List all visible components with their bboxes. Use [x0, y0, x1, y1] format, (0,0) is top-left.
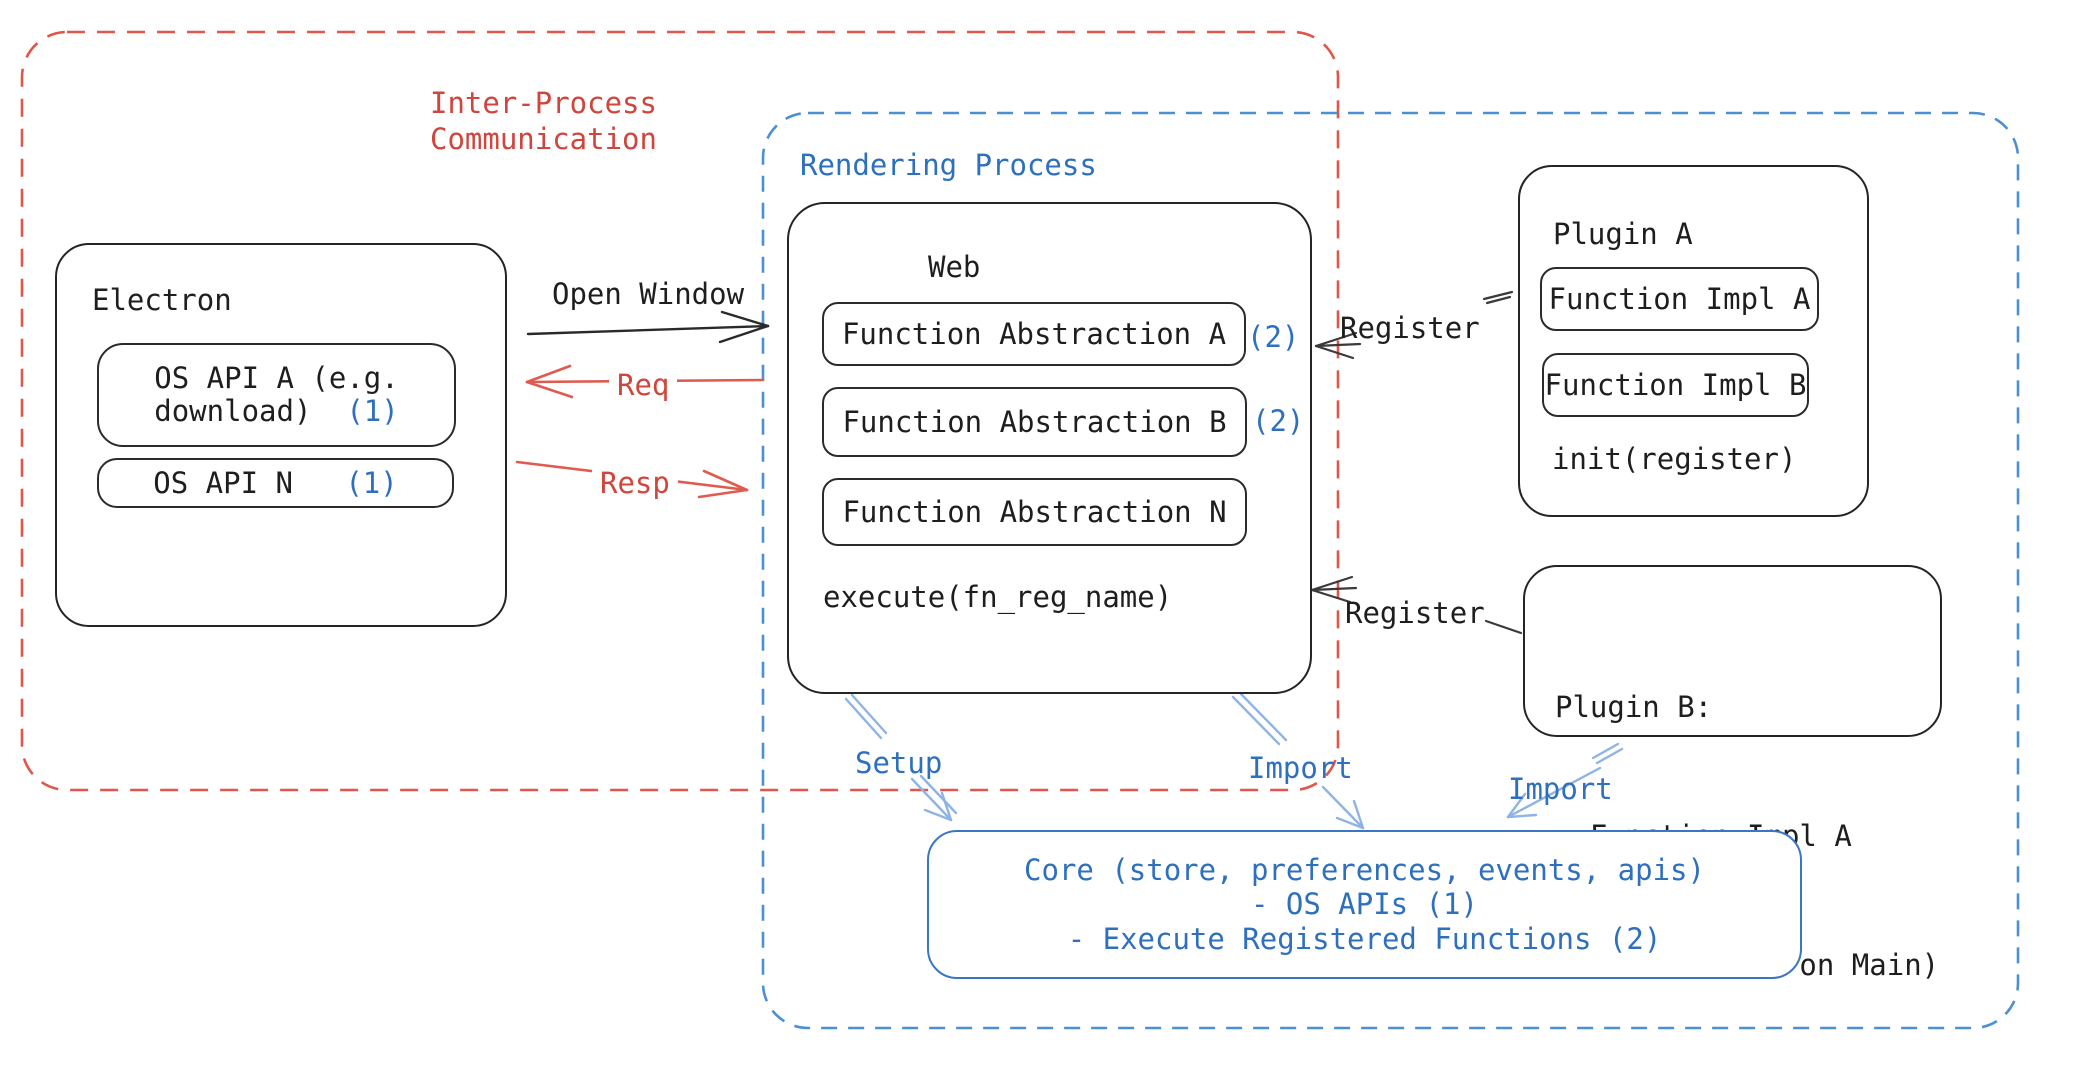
execute-label: execute(fn_reg_name) [823, 580, 1173, 614]
import-plugin-b-label: Import [1508, 772, 1613, 806]
os-api-n-label: OS API N [153, 465, 293, 500]
setup-label: Setup [855, 746, 943, 780]
rendering-process-label: Rendering Process [800, 148, 1097, 182]
core-line3: - Execute Registered Functions (2) [1067, 921, 1662, 956]
ipc-label: Inter-Process Communication [430, 85, 657, 157]
os-api-a-badge: (1) [346, 394, 399, 428]
function-abstraction-n-box: Function Abstraction N [822, 478, 1247, 546]
function-abstraction-a-box: Function Abstraction A [822, 302, 1246, 366]
plugin-a-init-label: init(register) [1552, 442, 1797, 476]
function-abstraction-a-label: Function Abstraction A [841, 316, 1227, 351]
function-impl-a-label: Function Impl A [1548, 281, 1811, 316]
electron-title: Electron [92, 283, 232, 317]
plugin-a-title: Plugin A [1553, 217, 1693, 251]
register-b-label: Register [1345, 596, 1485, 630]
function-impl-b-label: Function Impl B [1544, 367, 1807, 402]
open-window-label: Open Window [552, 277, 745, 311]
function-abstraction-a-badge: (2) [1247, 320, 1300, 354]
function-abstraction-b-badge: (2) [1252, 404, 1305, 438]
register-a-label: Register [1340, 311, 1480, 345]
function-abstraction-b-box: Function Abstraction B [822, 387, 1247, 457]
os-api-n-box: OS API N (1) [97, 458, 454, 508]
ipc-label-line2: Communication [430, 122, 657, 156]
plugin-b-box [1523, 565, 1942, 737]
open-window-arrow [526, 310, 770, 344]
os-api-n-badge: (1) [345, 465, 398, 500]
os-api-a-box: OS API A (e.g. download) (1) [97, 343, 456, 447]
import-core-label: Import [1248, 751, 1353, 785]
plugin-a-box [1518, 165, 1869, 517]
core-box: Core (store, preferences, events, apis) … [927, 830, 1802, 979]
os-api-a-line2: download) [154, 394, 312, 428]
core-line1: Core (store, preferences, events, apis) [1024, 852, 1705, 887]
os-api-a-line1: OS API A (e.g. [154, 361, 399, 395]
web-title: Web [928, 250, 981, 284]
function-impl-a-box: Function Impl A [1540, 267, 1819, 331]
function-impl-b-box: Function Impl B [1542, 353, 1809, 417]
resp-label: Resp [592, 466, 678, 501]
plugin-b-line1: Plugin B: [1555, 690, 1713, 724]
core-line2: - OS APIs (1) [1251, 887, 1478, 922]
function-abstraction-b-label: Function Abstraction B [842, 404, 1227, 439]
ipc-label-line1: Inter-Process [430, 86, 657, 120]
function-abstraction-n-label: Function Abstraction N [842, 494, 1227, 529]
req-label: Req [609, 368, 678, 403]
